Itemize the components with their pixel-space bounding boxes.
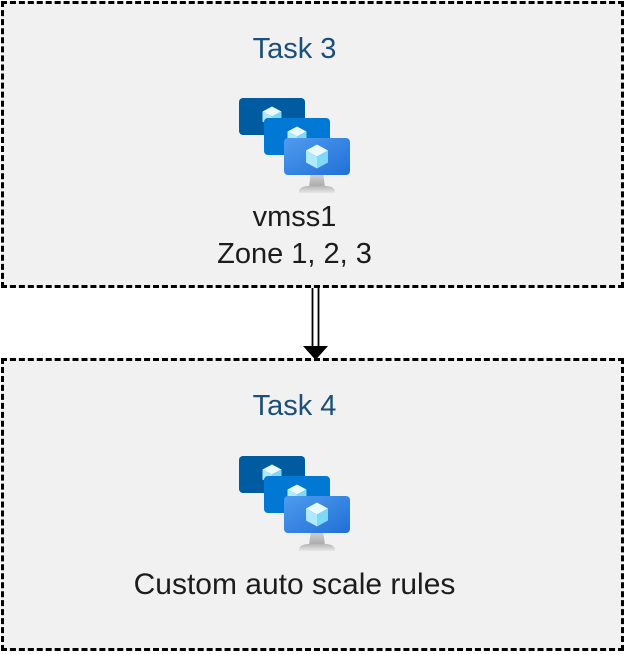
vm-scale-sets-icon bbox=[238, 98, 350, 193]
task3-content: Task 3 bbox=[0, 4, 603, 273]
task3-title: Task 3 bbox=[252, 33, 337, 65]
task3-box: Task 3 bbox=[1, 1, 624, 288]
task4-content: Task 4 Custom auto bbox=[0, 361, 603, 603]
task4-label: Custom auto scale rules bbox=[133, 568, 456, 601]
vm-scale-sets-icon bbox=[238, 456, 350, 551]
task3-label: vmss1 Zone 1, 2, 3 bbox=[217, 201, 372, 270]
task4-box: Task 4 Custom auto bbox=[1, 358, 624, 651]
down-arrow-connector-icon bbox=[303, 288, 328, 360]
task4-title: Task 4 bbox=[252, 390, 337, 422]
